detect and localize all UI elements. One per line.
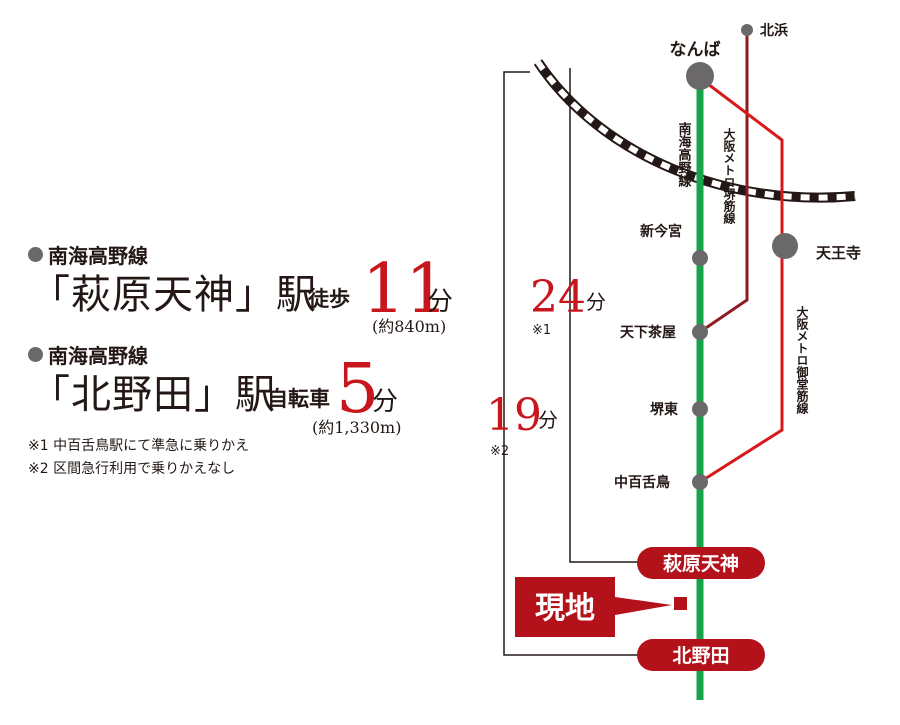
line-label-midosuji: 大阪メトロ御堂筋線 — [795, 305, 809, 415]
station-kitanoda-label: 北野田 — [672, 645, 729, 667]
midosuji-line — [699, 76, 784, 484]
station-tennoji-label: 天王寺 — [816, 244, 861, 262]
route-1-station: 「萩原天神」駅 — [30, 272, 317, 318]
station-tennoji-dot — [772, 233, 798, 259]
station-nakamozu-dot — [692, 474, 708, 490]
route-1-line: 南海高野線 — [28, 240, 148, 269]
station-kitahama-dot — [741, 24, 753, 36]
note-2: ※2 区間急行利用で乗りかえなし — [28, 461, 236, 477]
station-kitahama-label: 北浜 — [760, 22, 788, 39]
route-2-minutes: 5 — [336, 350, 380, 429]
route-2-mode: 自転車 — [267, 387, 330, 411]
station-tengachaya-label: 天下茶屋 — [620, 324, 676, 341]
station-shinimamiya-dot — [692, 250, 708, 266]
note-1: ※1 中百舌鳥駅にて準急に乗りかえ — [28, 438, 250, 454]
route-1-minutes: 11 — [362, 250, 449, 329]
time-19-note: ※2 — [490, 444, 509, 459]
route-2-line-name: 南海高野線 — [48, 344, 148, 368]
time-19-unit: 分 — [538, 408, 558, 432]
route-1-unit: 分 — [427, 287, 454, 317]
site-pointer — [615, 597, 672, 615]
station-hagiharatenjin-label: 萩原天神 — [663, 552, 739, 575]
time-24-unit: 分 — [586, 290, 606, 314]
station-namba-label: なんば — [670, 40, 721, 60]
route-bracket-24min — [569, 68, 640, 563]
route-bracket-19min — [503, 71, 640, 656]
station-namba-dot — [686, 62, 714, 90]
line-label-sakaisuji: 大阪メトロ堺筋線 — [722, 127, 736, 225]
line-label-nankai-koya: 南海高野線 — [676, 121, 692, 188]
station-shinimamiya-label: 新今宮 — [640, 223, 682, 240]
loop-line-dash — [535, 60, 856, 201]
time-24-number: 24 — [530, 272, 586, 323]
bullet-icon — [28, 347, 43, 362]
route-2-distance: (約1,330m) — [312, 418, 402, 437]
station-sakaihigashi-label: 堺東 — [650, 401, 678, 418]
site-label-box — [515, 577, 615, 637]
station-kitanoda-pill — [637, 639, 765, 671]
site-marker — [674, 597, 687, 610]
time-24-note: ※1 — [532, 323, 551, 338]
time-19-number: 19 — [486, 390, 542, 441]
route-2-unit: 分 — [372, 387, 399, 417]
route-2-station: 「北野田」駅 — [30, 372, 276, 418]
route-1-line-name: 南海高野線 — [48, 244, 148, 268]
access-info-panel: 南海高野線 「萩原天神」駅 徒歩 11 分 (約840m) 南海高野線 「北野田… — [28, 240, 454, 477]
sakaisuji-line — [699, 30, 749, 334]
bullet-icon — [28, 247, 43, 262]
route-1-distance: (約840m) — [372, 317, 447, 336]
route-1-mode: 徒歩 — [308, 287, 350, 311]
site-label: 現地 — [535, 591, 595, 626]
station-nakamozu-label: 中百舌鳥 — [614, 474, 670, 491]
station-hagiharatenjin-pill — [637, 547, 765, 579]
route-2-line: 南海高野線 — [28, 340, 148, 369]
station-tengachaya-dot — [692, 324, 708, 340]
station-sakaihigashi-dot — [692, 401, 708, 417]
